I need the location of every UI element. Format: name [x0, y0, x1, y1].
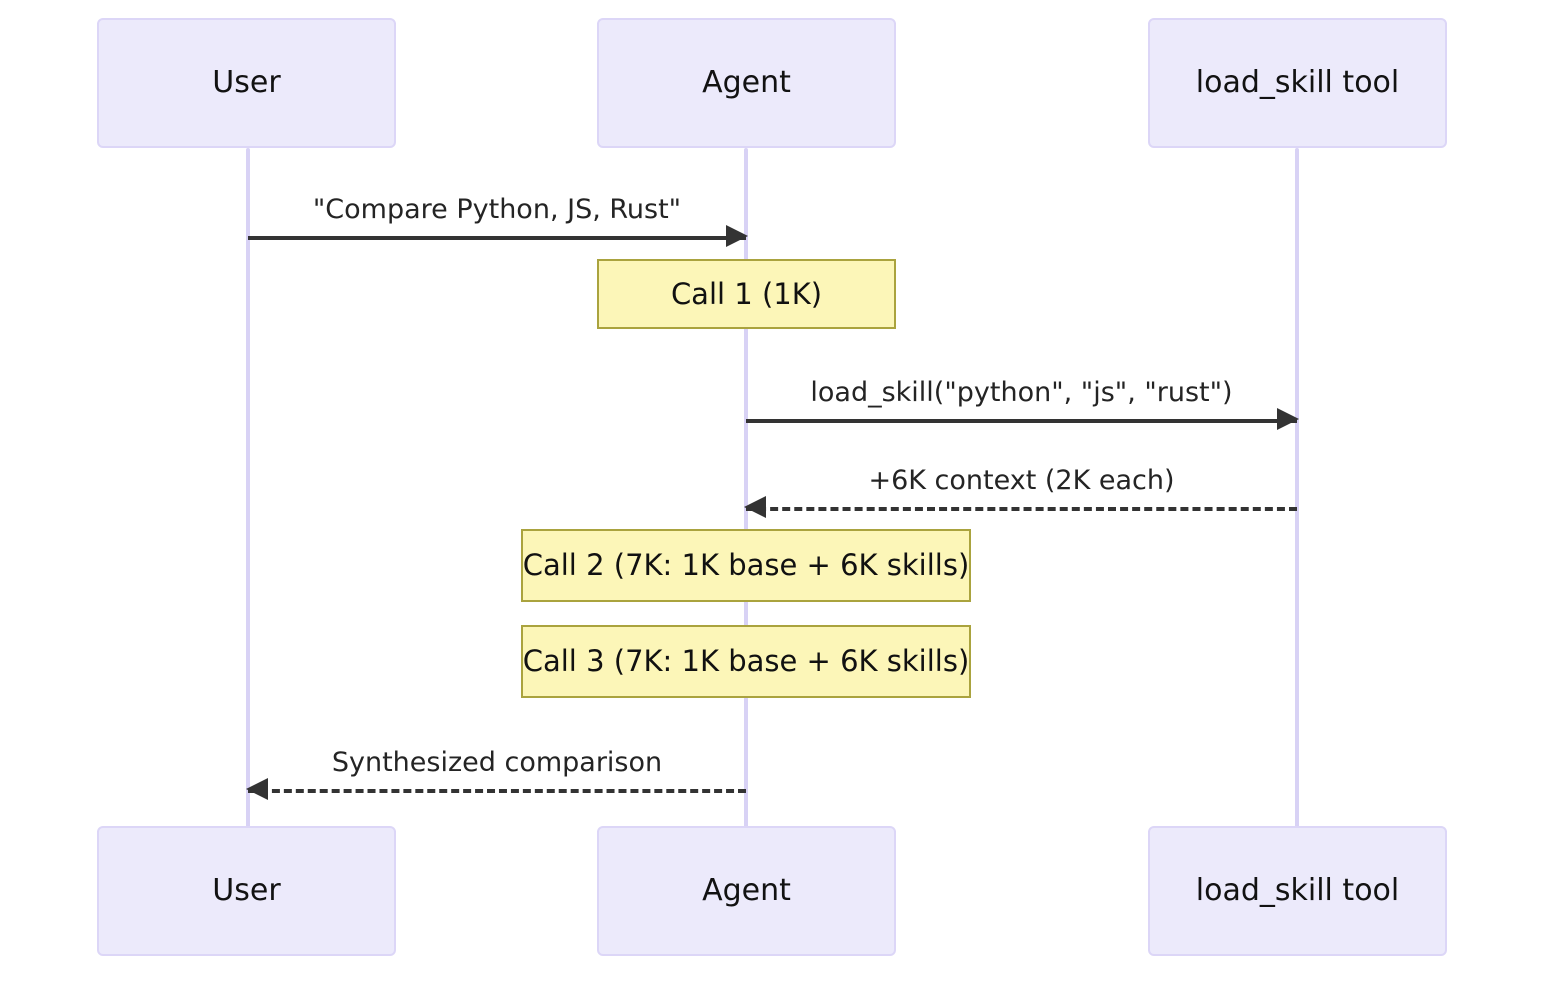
note-call-2[interactable]: Call 2 (7K: 1K base + 6K skills) — [521, 529, 971, 602]
lifeline-load-skill-tool — [1295, 148, 1299, 828]
participant-label-agent-bottom: Agent — [702, 873, 791, 908]
participant-load-skill-tool-bottom[interactable]: load_skill tool — [1148, 826, 1447, 956]
note-label-call-1: Call 1 (1K) — [670, 276, 823, 311]
lifeline-agent — [744, 148, 748, 828]
participant-agent-top[interactable]: Agent — [597, 18, 896, 148]
participant-user-bottom[interactable]: User — [97, 826, 396, 956]
message-label: load_skill("python", "js", "rust") — [810, 377, 1233, 408]
arrowhead-right-icon — [726, 225, 748, 247]
message-line — [248, 789, 746, 793]
message-line — [746, 419, 1297, 423]
participant-label-user-bottom: User — [212, 873, 281, 908]
participant-label-agent-top: Agent — [702, 65, 791, 100]
arrowhead-left-icon — [246, 778, 268, 800]
note-label-call-2: Call 2 (7K: 1K base + 6K skills) — [522, 548, 970, 582]
participant-user-top[interactable]: User — [97, 18, 396, 148]
participant-label-user-top: User — [212, 65, 281, 100]
message-label: +6K context (2K each) — [868, 465, 1175, 496]
participant-agent-bottom[interactable]: Agent — [597, 826, 896, 956]
arrowhead-left-icon — [744, 496, 766, 518]
note-label-call-3: Call 3 (7K: 1K base + 6K skills) — [522, 644, 970, 678]
lifeline-user — [246, 148, 250, 828]
participant-load-skill-tool-top[interactable]: load_skill tool — [1148, 18, 1447, 148]
note-call-1[interactable]: Call 1 (1K) — [597, 259, 896, 329]
message-line — [248, 236, 746, 240]
note-call-3[interactable]: Call 3 (7K: 1K base + 6K skills) — [521, 625, 971, 698]
arrowhead-right-icon — [1277, 408, 1299, 430]
message-label: "Compare Python, JS, Rust" — [312, 194, 682, 225]
message-label: Synthesized comparison — [331, 747, 663, 778]
participant-label-load-skill-tool-bottom: load_skill tool — [1195, 873, 1400, 908]
participant-label-load-skill-tool-top: load_skill tool — [1195, 65, 1400, 100]
message-line — [746, 507, 1297, 511]
